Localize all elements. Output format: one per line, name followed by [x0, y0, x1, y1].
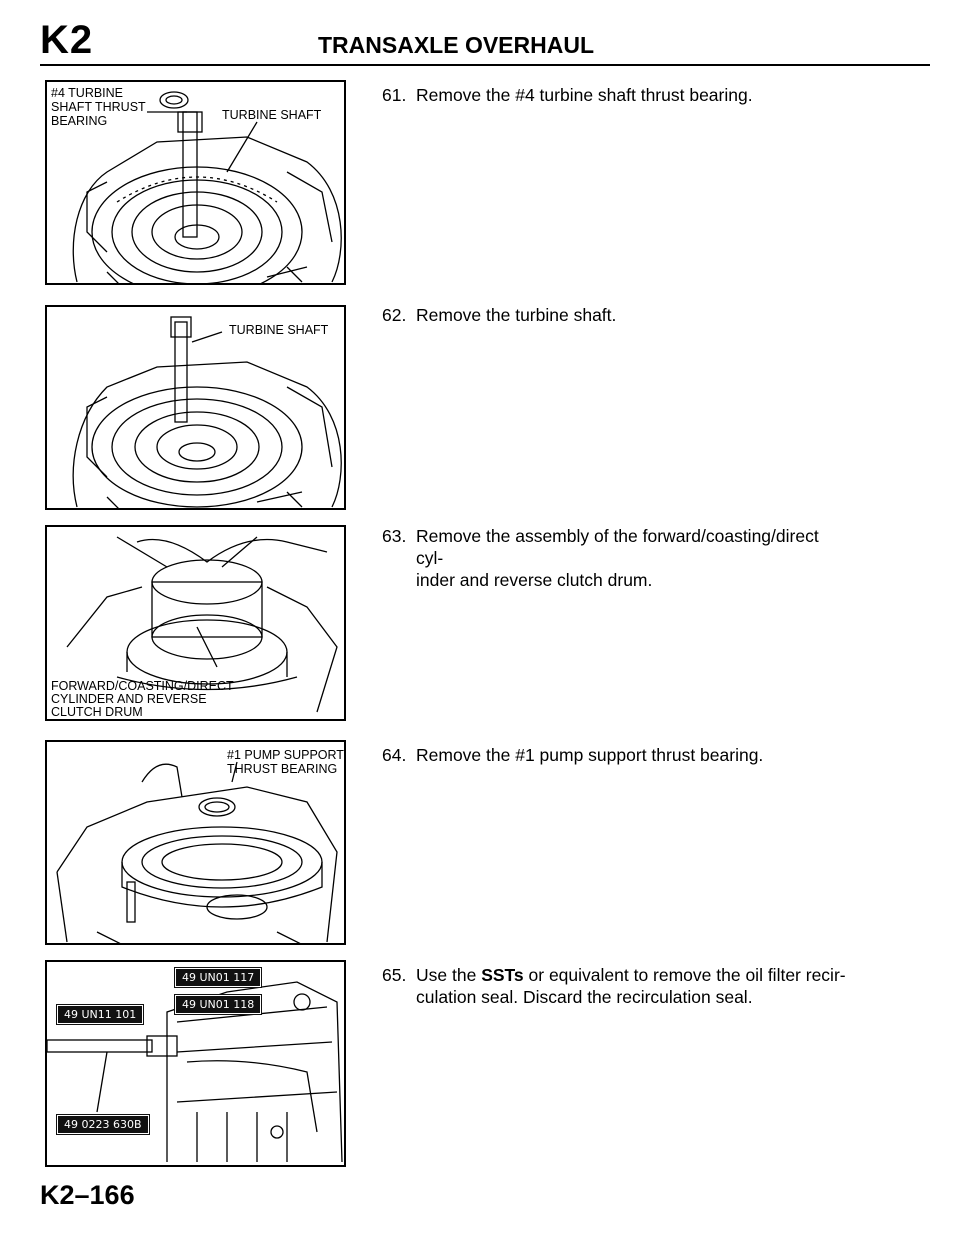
page-number: K2–166 [40, 1180, 135, 1210]
label-4-turbine: #4 TURBINE [51, 86, 124, 100]
tool-tag-49-0223-630b: 49 0223 630B [56, 1114, 150, 1135]
label-thrust-bearing: THRUST BEARING [227, 762, 338, 776]
transaxle-illustration-2 [72, 316, 342, 508]
step-number: 63. [382, 526, 407, 546]
step-text: Remove the #4 turbine shaft thrust beari… [416, 85, 753, 105]
section-code: K2 [40, 18, 94, 62]
figure-recirculation-seal-tools: 49 UN01 117 49 UN11 101 49 UN01 118 49 0… [45, 960, 346, 1167]
label-turbine-shaft: TURBINE SHAFT [229, 323, 329, 337]
step-text-post: or equivalent to remove the oil filter r… [523, 965, 846, 985]
step-63: 63. Remove the assembly of the forward/co… [382, 525, 852, 591]
figure-turbine-shaft: TURBINE SHAFT [45, 305, 346, 510]
transaxle-illustration-3 [66, 536, 338, 713]
transaxle-illustration-4 [56, 761, 338, 943]
label-turbine-shaft: TURBINE SHAFT [222, 108, 322, 122]
sst-term: SSTs [481, 965, 524, 985]
step-text: Remove the assembly of the forward/coast… [416, 526, 819, 568]
header-rule [40, 64, 930, 66]
tool-tag-49-un11-101: 49 UN11 101 [55, 1004, 145, 1025]
figure-turbine-thrust-bearing: #4 TURBINE SHAFT THRUST BEARING TURBINE … [45, 80, 346, 285]
step-62: 62. Remove the turbine shaft. [382, 304, 852, 326]
figure-pump-support-bearing: #1 PUMP SUPPORT THRUST BEARING [45, 740, 346, 945]
label-bearing: BEARING [51, 114, 108, 128]
transaxle-illustration-5 [47, 981, 343, 1163]
step-number: 65. [382, 965, 407, 985]
label-forward-coasting-direct: FORWARD/COASTING/DIRECT [51, 679, 234, 693]
transaxle-illustration-1 [72, 91, 342, 283]
step-text: Use the SSTs or equivalent to remove the… [416, 964, 848, 986]
step-number: 62. [382, 305, 407, 325]
step-number: 61. [382, 85, 407, 105]
step-61: 61. Remove the #4 turbine shaft thrust be… [382, 84, 852, 106]
step-text-continued: culation seal. Discard the recirculation… [416, 987, 753, 1007]
label-shaft-thrust: SHAFT THRUST [51, 100, 146, 114]
page-title: TRANSAXLE OVERHAUL [318, 32, 595, 58]
figure-clutch-drum: FORWARD/COASTING/DIRECT CYLINDER AND REV… [45, 525, 346, 721]
label-clutch-drum: CLUTCH DRUM [51, 705, 143, 719]
step-text-pre: Use the [416, 965, 482, 985]
step-text: Remove the turbine shaft. [416, 305, 617, 325]
step-text-continued: inder and reverse clutch drum. [416, 570, 653, 590]
step-text: Remove the #1 pump support thrust bearin… [416, 745, 764, 765]
tool-tag-49-un01-118: 49 UN01 118 [173, 994, 263, 1015]
step-number: 64. [382, 745, 407, 765]
step-65: 65. Use the SSTs or equivalent to remove … [382, 964, 852, 1008]
step-64: 64. Remove the #1 pump support thrust bea… [382, 744, 852, 766]
tool-tag-49-un01-117: 49 UN01 117 [173, 967, 263, 988]
label-cylinder-reverse: CYLINDER AND REVERSE [51, 692, 207, 706]
label-1-pump-support: #1 PUMP SUPPORT [227, 748, 344, 762]
